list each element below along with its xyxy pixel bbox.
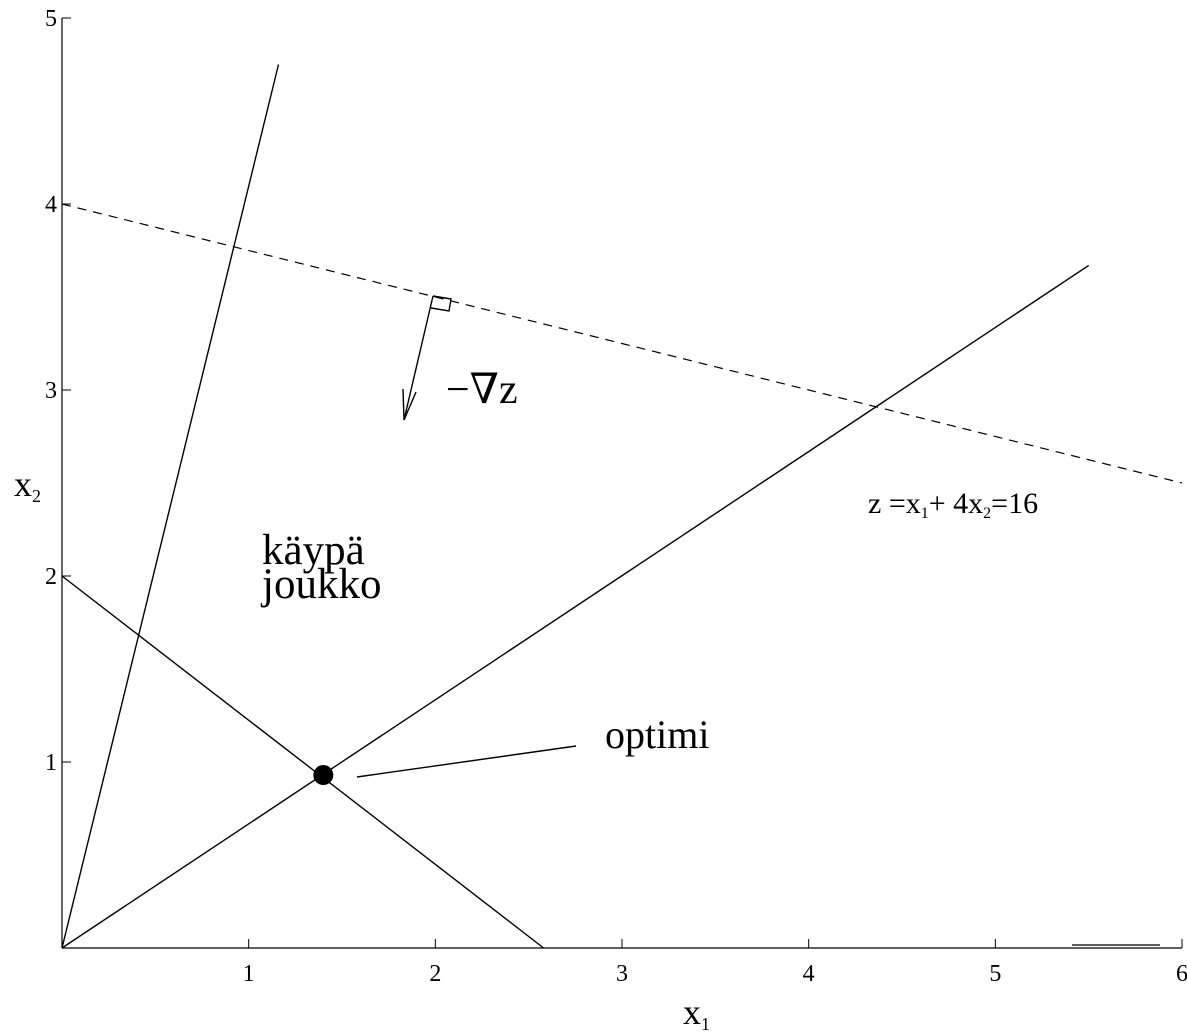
- y-tick-label: 5: [45, 6, 57, 32]
- x-tick-label: 5: [989, 961, 1001, 987]
- objective-label-sub2: 2: [983, 505, 991, 522]
- optimum-point: [313, 765, 334, 786]
- tick-group: [62, 17, 1183, 948]
- objective-label-sub1: 1: [921, 505, 929, 522]
- feasible-label-line2: joukko: [260, 561, 381, 608]
- gradient-arrow-head: [402, 388, 417, 421]
- constraint-line-3: [61, 575, 545, 949]
- x-tick-label: 3: [616, 961, 628, 987]
- right-angle-marker: [430, 295, 452, 312]
- constraint-line-1: [61, 64, 280, 949]
- constraint-line-2: [61, 264, 1090, 949]
- gradient-arrow-shaft: [403, 295, 434, 421]
- objective-level-line: [61, 203, 1183, 484]
- y-axis-label-sub: 2: [32, 486, 41, 506]
- x-tick-label: 4: [803, 961, 815, 987]
- series-group: [61, 64, 1183, 949]
- y-tick-label: 3: [45, 378, 57, 404]
- x-axis-label: x1: [683, 992, 710, 1034]
- objective-label-pre: z =x: [868, 487, 921, 520]
- y-tick-label: 4: [45, 192, 57, 218]
- x-axis-label-main: x: [683, 992, 701, 1032]
- x-tick-label: 6: [1176, 961, 1187, 987]
- optimum-label: optimi: [605, 712, 709, 757]
- optimum-pointer-line: [356, 745, 577, 778]
- objective-label-post: =16: [991, 487, 1038, 520]
- y-tick-label: 2: [45, 564, 57, 590]
- gradient-label: −∇z: [446, 367, 518, 413]
- x-axis-label-sub: 1: [701, 1014, 710, 1034]
- x-tick-label: 2: [429, 961, 441, 987]
- x-tick-label: 1: [243, 961, 255, 987]
- feasible-label-line1: käypä: [262, 527, 365, 574]
- tick-label-group: 1 2 3 4 5 6 1 2 3 4 5: [45, 6, 1187, 987]
- y-tick-label: 1: [45, 750, 57, 776]
- objective-label: z =x1+ 4x2=16: [868, 487, 1038, 522]
- objective-label-mid: + 4x: [929, 487, 983, 520]
- y-axis-label-main: x: [14, 464, 32, 504]
- y-axis-label: x2: [14, 464, 41, 506]
